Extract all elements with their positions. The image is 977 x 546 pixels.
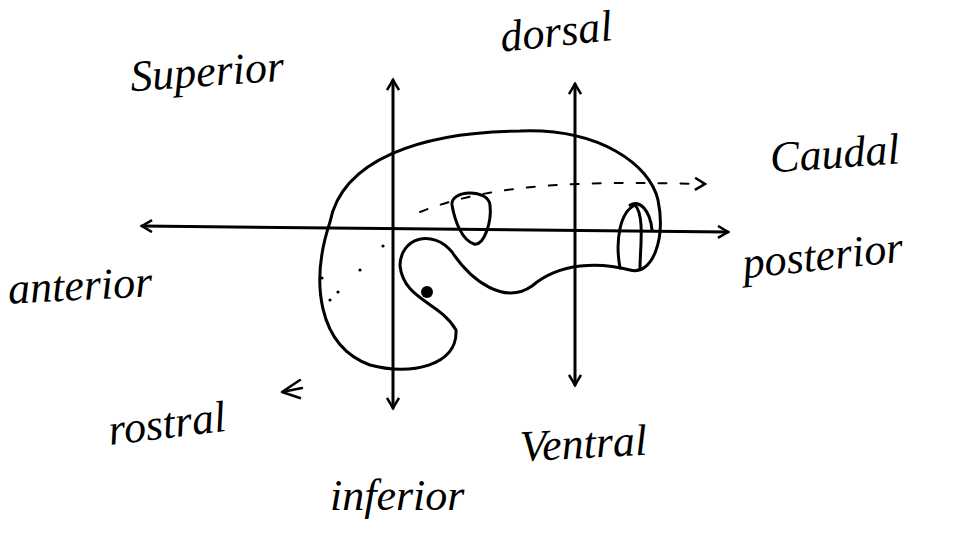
- stipple: [336, 290, 339, 293]
- axis-label: Superior: [128, 43, 285, 102]
- stipple: [328, 298, 331, 301]
- stipple: [358, 268, 361, 271]
- tail-fold: [618, 205, 641, 268]
- direction-mark: [282, 380, 302, 398]
- axis-label: anterior: [7, 258, 154, 314]
- tail-fold: [630, 204, 652, 230]
- superior-inferior-axis: [392, 80, 395, 408]
- embryo-outline: [320, 131, 660, 369]
- axis-label: Ventral: [519, 417, 648, 472]
- vesicle: [452, 193, 490, 244]
- eye-dot: [421, 286, 433, 298]
- axis-label: Caudal: [768, 126, 901, 183]
- dorsal-ventral-axis: [574, 84, 577, 385]
- axis-label: dorsal: [498, 2, 615, 62]
- anterior-posterior-axis: [142, 226, 728, 232]
- axis-label: rostral: [105, 393, 228, 455]
- dashed-arrow: [420, 183, 705, 212]
- axis-label: posterior: [740, 224, 906, 289]
- stipple: [320, 276, 323, 279]
- axis-label: inferior: [330, 472, 464, 520]
- stipple: [381, 244, 384, 247]
